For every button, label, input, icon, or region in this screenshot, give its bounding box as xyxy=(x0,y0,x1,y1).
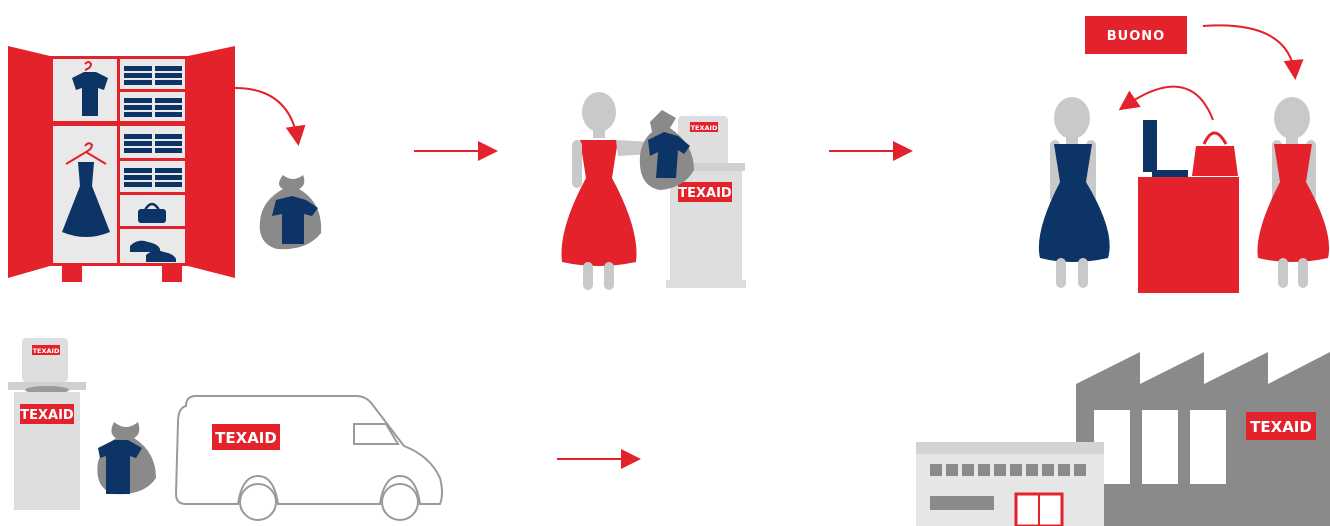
woman-blue-dress xyxy=(1039,97,1110,288)
woman-red-dress xyxy=(1257,97,1329,288)
voucher-arrow xyxy=(1203,25,1295,76)
store-box-label: TEXAID xyxy=(20,408,74,423)
van-label: TEXAID xyxy=(215,429,277,447)
factory-icon: TEXAID xyxy=(916,352,1330,526)
voucher-label: BUONO xyxy=(1107,29,1165,44)
store-box-small-label: TEXAID xyxy=(33,347,60,355)
monitor-icon xyxy=(1143,120,1157,172)
collection-box-label: TEXAID xyxy=(678,186,732,201)
woman-red-dress xyxy=(562,92,653,290)
factory-label: TEXAID xyxy=(1250,418,1312,436)
van-icon: TEXAID xyxy=(176,396,442,520)
wardrobe-to-bag-arrow xyxy=(235,88,298,142)
collection-box-small-label: TEXAID xyxy=(691,124,718,132)
handbag-icon xyxy=(1192,133,1238,176)
store-counter xyxy=(1138,120,1239,293)
donation-bag-icon xyxy=(97,422,156,494)
store-collection-box: TEXAID TEXAID xyxy=(8,338,86,510)
checkout-arrow xyxy=(1122,87,1213,120)
voucher: BUONO xyxy=(1085,16,1187,54)
donation-bag-icon xyxy=(260,175,321,249)
wardrobe xyxy=(8,46,235,282)
